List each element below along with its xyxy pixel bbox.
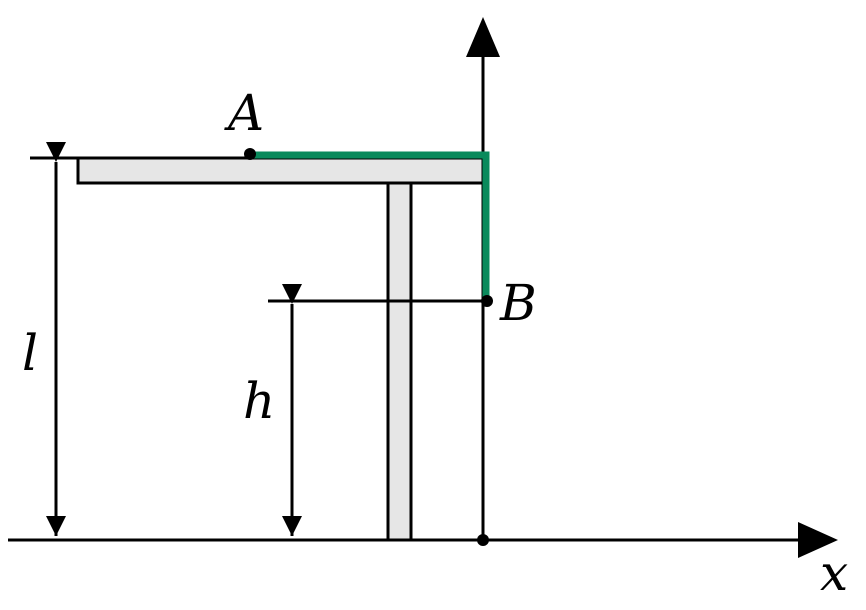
path-a-to-b [250,151,490,301]
label-l: l [22,324,38,382]
label-a: A [224,84,264,142]
point-a-dot [244,148,256,160]
origin-point [477,534,489,546]
label-x: x [820,544,848,602]
point-b-dot [481,295,493,307]
label-h: h [243,372,275,430]
vertical-axis-arrowhead [466,17,500,57]
label-b: B [499,274,537,332]
table-stem [386,181,413,542]
table-top [76,156,485,185]
x-axis-arrowhead [798,522,838,558]
